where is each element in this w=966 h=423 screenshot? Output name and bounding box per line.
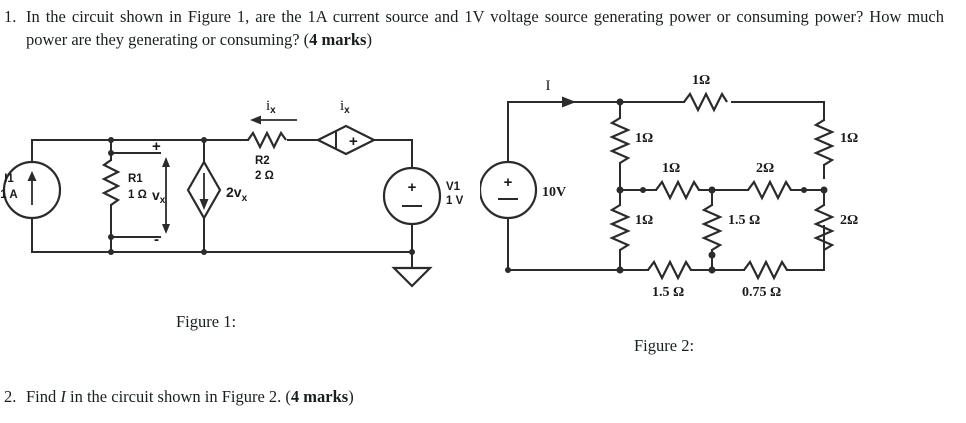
f2-node-dot-center-lower <box>708 251 716 259</box>
current-source-i1-designator: I1 <box>4 173 14 185</box>
ix-label-resistor: ix <box>266 98 276 116</box>
question-1-number: 1. <box>4 7 17 26</box>
f2-current-arrow <box>562 96 576 108</box>
question-1-body: In the circuit shown in Figure 1, are th… <box>26 5 944 51</box>
resistor-r2-designator: R2 <box>255 155 270 167</box>
vx-annotation: + - <box>110 138 170 248</box>
f2-res-rl-zigzag <box>813 204 835 251</box>
f2-res-mid-left-zigzag <box>655 179 700 201</box>
resistor-r2-value: 2 Ω <box>255 170 274 182</box>
f2-resistor-right-lower-value: 2Ω <box>840 213 858 228</box>
vx-minus-sign: - <box>154 231 159 248</box>
f2-res-lu-zigzag <box>609 117 631 164</box>
question-2-text-pre: Find <box>26 387 61 406</box>
question-1-text-close: ) <box>366 30 372 49</box>
question-2-body: Find I in the circuit shown in Figure 2.… <box>26 385 564 408</box>
question-2: 2. Find I in the circuit shown in Figure… <box>4 385 564 408</box>
node-dot-dep-source-bottom <box>201 249 207 255</box>
question-2-text-mid: in the circuit shown in Figure 2. ( <box>65 387 291 406</box>
f2-node-dot-source-bottom <box>505 267 511 273</box>
resistor-r1-zigzag <box>101 159 121 206</box>
dependent-voltage-source: + <box>315 124 377 156</box>
f2-voltage-source-plus: + <box>504 174 513 191</box>
f2-resistor-right-upper <box>813 119 835 179</box>
node-dot-r1-top-rail <box>108 137 114 143</box>
voltage-source-v1: + <box>382 166 442 226</box>
dep-current-source-arrowhead <box>199 199 209 210</box>
question-1-marks: 4 marks <box>309 30 367 49</box>
vx-arrowhead-down <box>162 224 170 234</box>
question-2-marks: 4 marks <box>290 387 349 406</box>
f2-resistor-right-upper-value: 1Ω <box>840 131 858 146</box>
vx-arrowhead-up <box>162 157 170 167</box>
f2-voltage-source-body <box>478 160 538 220</box>
ix-arrow-resistor <box>250 115 297 125</box>
resistor-r1-value: 1 Ω <box>128 189 147 201</box>
f2-res-ru-zigzag <box>813 119 835 166</box>
ground-triangle <box>391 266 433 288</box>
f2-resistor-left-upper <box>609 101 631 191</box>
f2-res-br-zigzag <box>743 259 788 281</box>
figure-1-circuit: I1 1 A R1 1 Ω + <box>0 78 470 293</box>
vx-label: vx <box>152 187 166 206</box>
vx-plus-sign: + <box>152 138 161 155</box>
voltage-source-v1-plus: + <box>408 179 417 196</box>
voltage-source-v1-body <box>382 166 442 226</box>
question-1-text: In the circuit shown in Figure 1, are th… <box>26 7 944 49</box>
resistor-r1-designator: R1 <box>128 173 143 185</box>
f2-resistor-top-middle-zigzag <box>683 91 728 113</box>
question-1: 1. In the circuit shown in Figure 1, are… <box>4 5 944 51</box>
f2-resistor-bottom-left <box>647 259 713 281</box>
resistor-r2 <box>247 130 287 150</box>
ground-symbol <box>391 249 433 288</box>
voltage-source-v1-value: 1 V <box>446 195 464 207</box>
f2-res-bl-zigzag <box>647 259 692 281</box>
f2-res-cv-zigzag <box>701 204 723 251</box>
question-2-symbol: I <box>60 387 66 406</box>
node-dot-r1-bottom-rail <box>108 249 114 255</box>
voltage-source-v1-designator: V1 <box>446 181 461 193</box>
f2-node-dot-mid-tap-right <box>801 187 807 193</box>
resistor-r2-zigzag <box>247 130 287 150</box>
current-source-i1-value: 1 A <box>0 189 17 201</box>
f2-resistor-bottom-left-value: 1.5 Ω <box>652 285 684 300</box>
current-source-i1-arrowhead <box>27 171 37 181</box>
f2-res-mid-right-zigzag <box>747 179 792 201</box>
dependent-current-source <box>186 139 222 253</box>
f2-resistor-mid-right-value: 2Ω <box>756 161 774 176</box>
figure-2-circuit: I + 10V 1Ω 1Ω <box>478 72 966 307</box>
f2-resistor-bottom-right <box>743 259 825 281</box>
ix-label-source: ix <box>340 98 350 116</box>
f2-resistor-left-lower-value: 1Ω <box>635 213 653 228</box>
figure-1-caption: Figure 1: <box>176 312 237 331</box>
current-source-i1 <box>2 160 62 220</box>
dep-voltage-source-diamond <box>315 124 377 156</box>
question-2-number: 2. <box>4 387 17 406</box>
f2-resistor-top-middle-value: 1Ω <box>692 73 710 88</box>
f2-resistor-left-upper-value: 1Ω <box>635 131 653 146</box>
f2-current-arrowhead <box>562 96 576 108</box>
f2-node-dot-mid-tap-left <box>640 187 646 193</box>
f2-resistor-mid-left <box>655 179 700 201</box>
current-source-i1-body <box>2 160 62 220</box>
f2-resistor-mid-left-value: 1Ω <box>662 161 680 176</box>
f2-res-ll-zigzag <box>609 204 631 251</box>
ix-arrowhead-resistor <box>250 115 261 125</box>
f2-resistor-left-lower <box>609 189 631 271</box>
f2-voltage-source: + <box>478 160 538 220</box>
figure-2-caption: Figure 2: <box>634 336 695 355</box>
dep-voltage-source-plus: + <box>349 133 358 150</box>
f2-resistor-right-lower <box>813 189 835 271</box>
question-2-text-post: ) <box>348 387 354 406</box>
f2-resistor-top-middle <box>683 91 728 113</box>
f2-resistor-bottom-right-value: 0.75 Ω <box>742 285 781 300</box>
dependent-current-source-label: 2vx <box>226 184 248 204</box>
f2-current-label: I <box>546 78 551 94</box>
node-dot-dep-source-top <box>201 137 207 143</box>
f2-voltage-source-value: 10V <box>542 185 566 200</box>
f2-resistor-center-vertical-value: 1.5 Ω <box>728 213 760 228</box>
f2-resistor-mid-right <box>747 179 792 201</box>
